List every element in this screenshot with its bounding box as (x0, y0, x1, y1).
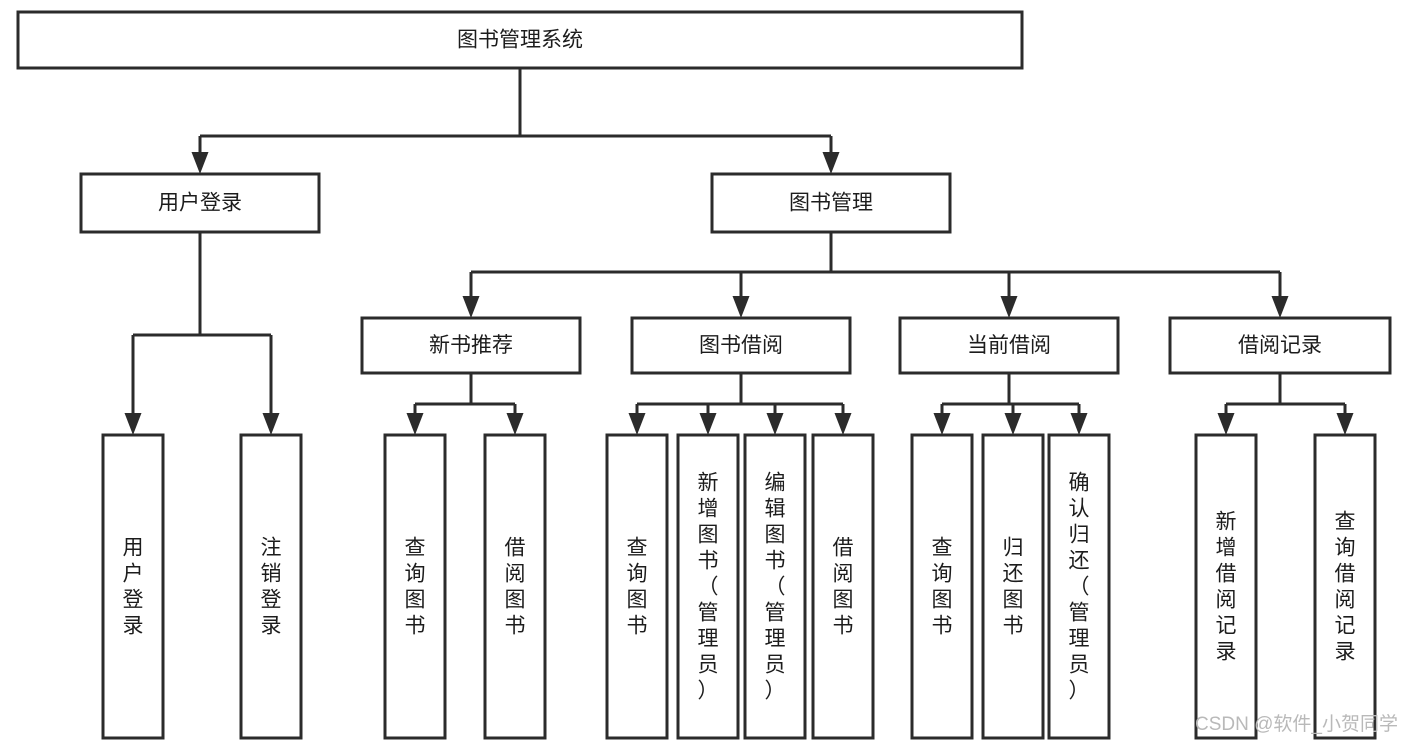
node-label: 新书推荐 (429, 334, 513, 357)
node-book-manage[interactable]: 图书管理 (710, 172, 952, 234)
node-label: 图书借阅 (699, 334, 783, 357)
arrow-head-icon (1217, 413, 1235, 435)
node-box (383, 433, 447, 740)
node-box (483, 433, 547, 740)
node-label: 图书管理 (789, 192, 873, 215)
node-new-book-rec[interactable]: 新书推荐 (360, 316, 582, 375)
node-layer: 图书管理系统用户登录图书管理新书推荐图书借阅当前借阅借阅记录用户登录注销登录查询… (16, 10, 1392, 740)
node-label: 用户登录 (123, 537, 144, 638)
arrow-head-icon (1000, 296, 1018, 318)
node-leaf-borrow-book-rec[interactable]: 借阅图书 (483, 433, 547, 740)
node-leaf-add-record[interactable]: 新增借阅记录 (1194, 433, 1258, 740)
node-label: 当前借阅 (967, 334, 1051, 357)
node-leaf-user-login[interactable]: 用户登录 (101, 433, 165, 740)
arrow-head-icon (1271, 296, 1289, 318)
node-label: 借阅图书 (505, 537, 526, 638)
connector-layer (124, 68, 1354, 435)
node-label: 查询借阅记录 (1335, 511, 1356, 664)
node-box (605, 433, 669, 740)
node-user-login[interactable]: 用户登录 (79, 172, 321, 234)
arrow-head-icon (1004, 413, 1022, 435)
node-box (1168, 316, 1392, 375)
node-box (16, 10, 1024, 70)
node-leaf-return-book[interactable]: 归还图书 (981, 433, 1045, 740)
node-box (1313, 433, 1377, 740)
arrow-head-icon (628, 413, 646, 435)
arrow-head-icon (732, 296, 750, 318)
arrow-head-icon (766, 413, 784, 435)
node-box (360, 316, 582, 375)
arrow-head-icon (1336, 413, 1354, 435)
node-label: 注销登录 (261, 537, 282, 638)
node-label: 查询图书 (627, 537, 648, 638)
arrow-head-icon (506, 413, 524, 435)
node-leaf-user-logout[interactable]: 注销登录 (239, 433, 303, 740)
node-label: 编辑图书（管理员） (765, 472, 786, 703)
node-box (676, 433, 740, 740)
node-label: 新增图书（管理员） (698, 472, 719, 703)
node-label: 用户登录 (158, 192, 242, 215)
node-label: 查询图书 (405, 537, 426, 638)
node-box (898, 316, 1120, 375)
node-label: 借阅记录 (1238, 334, 1322, 357)
node-borrow-record[interactable]: 借阅记录 (1168, 316, 1392, 375)
node-box (743, 433, 807, 740)
node-box (910, 433, 974, 740)
node-box (630, 316, 852, 375)
arrow-head-icon (262, 413, 280, 435)
arrow-head-icon (834, 413, 852, 435)
arrow-head-icon (822, 152, 840, 174)
node-label: 确认归还（管理员） (1069, 472, 1090, 703)
arrow-head-icon (124, 413, 142, 435)
node-book-borrow[interactable]: 图书借阅 (630, 316, 852, 375)
node-box (811, 433, 875, 740)
arrow-head-icon (1070, 413, 1088, 435)
node-box (981, 433, 1045, 740)
arrow-head-icon (406, 413, 424, 435)
node-leaf-query-record[interactable]: 查询借阅记录 (1313, 433, 1377, 740)
node-current-borrow[interactable]: 当前借阅 (898, 316, 1120, 375)
csdn-watermark: CSDN @软件_小贺同学 (1195, 713, 1398, 735)
node-box (710, 172, 952, 234)
arrow-head-icon (462, 296, 480, 318)
node-leaf-query-book-rec[interactable]: 查询图书 (383, 433, 447, 740)
node-label: 查询图书 (932, 537, 953, 638)
node-label: 归还图书 (1003, 537, 1024, 638)
node-label: 借阅图书 (833, 537, 854, 638)
node-leaf-query-book-cur[interactable]: 查询图书 (910, 433, 974, 740)
node-box (1194, 433, 1258, 740)
arrow-head-icon (699, 413, 717, 435)
node-label: 新增借阅记录 (1216, 511, 1237, 664)
node-leaf-confirm-return[interactable]: 确认归还（管理员） (1047, 433, 1111, 740)
node-leaf-add-book[interactable]: 新增图书（管理员） (676, 433, 740, 740)
arrow-head-icon (191, 152, 209, 174)
node-leaf-borrow-book[interactable]: 借阅图书 (811, 433, 875, 740)
arrow-head-icon (933, 413, 951, 435)
node-box (101, 433, 165, 740)
node-leaf-query-book-borrow[interactable]: 查询图书 (605, 433, 669, 740)
node-box (1047, 433, 1111, 740)
node-box (239, 433, 303, 740)
node-root[interactable]: 图书管理系统 (16, 10, 1024, 70)
node-box (79, 172, 321, 234)
node-leaf-edit-book[interactable]: 编辑图书（管理员） (743, 433, 807, 740)
node-label: 图书管理系统 (457, 29, 583, 52)
